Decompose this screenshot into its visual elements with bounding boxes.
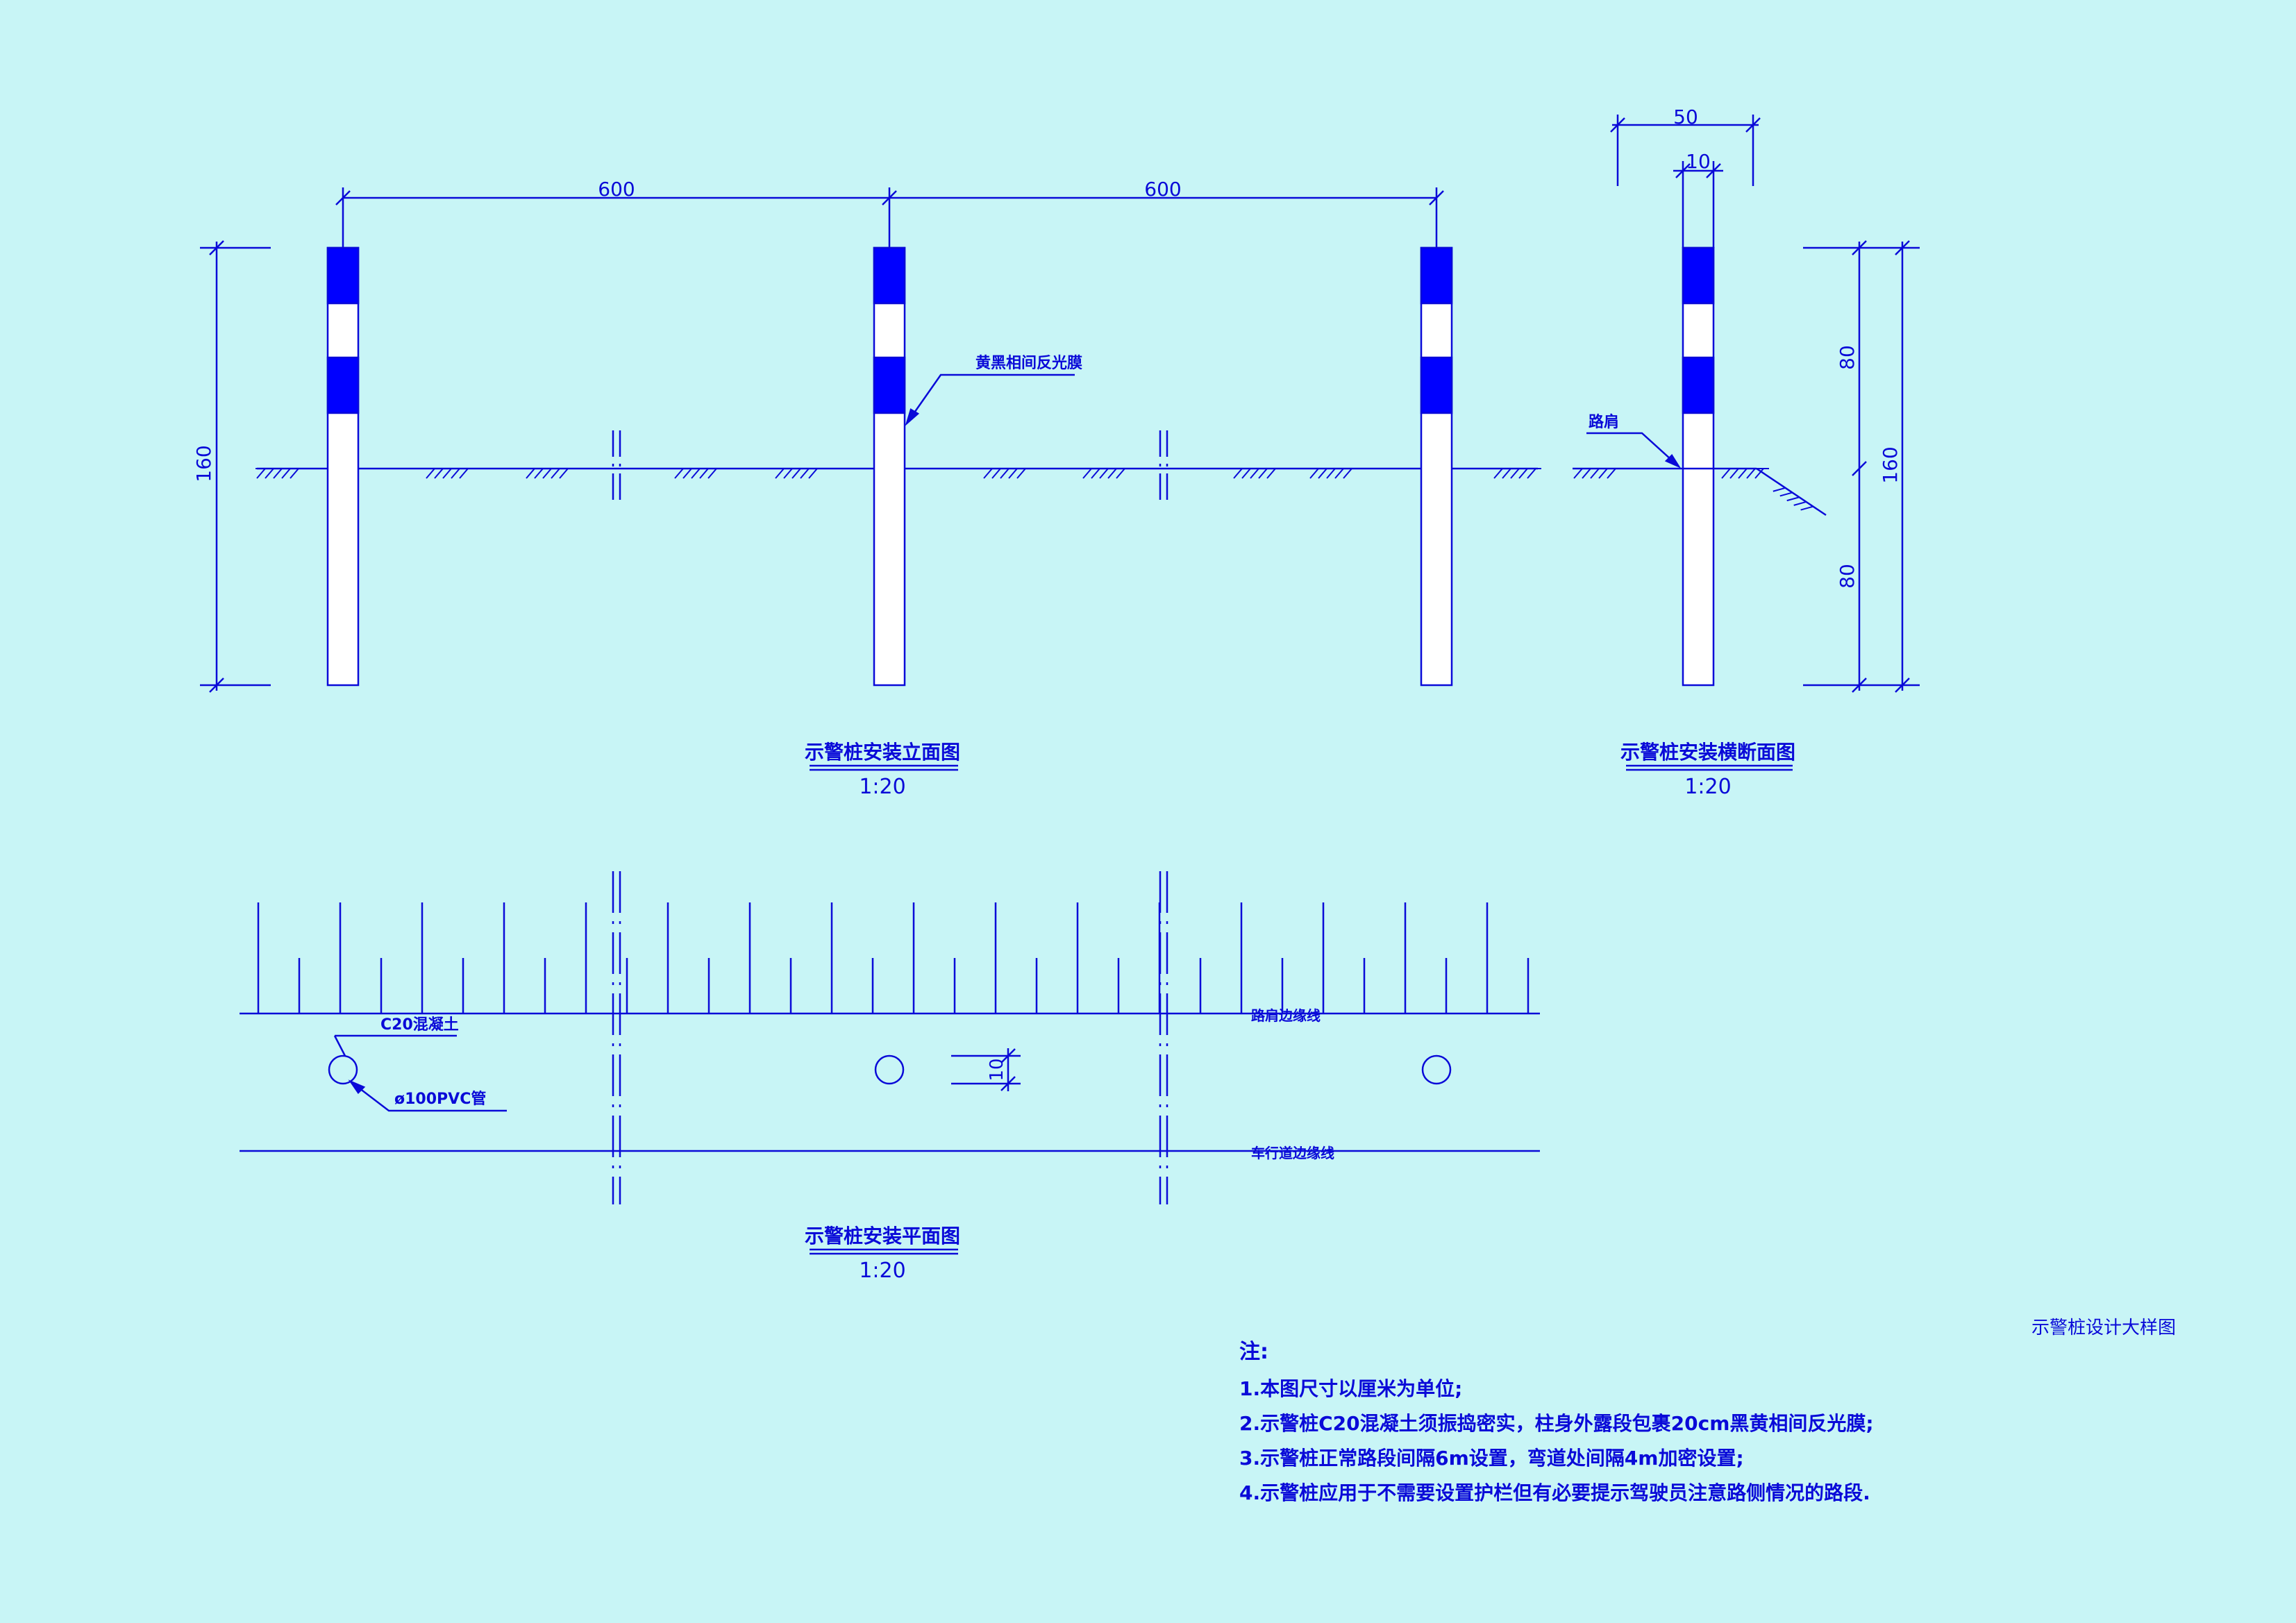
dim-height: 160	[192, 445, 215, 482]
dim-upper: 80	[1836, 345, 1859, 370]
plan-title: 示警桩安装平面图	[805, 1225, 960, 1247]
dim-lower: 80	[1836, 564, 1859, 589]
dim-span-left: 600	[598, 178, 635, 201]
plan-view	[240, 871, 1540, 1204]
post-3	[1420, 246, 1453, 687]
section-title-underline	[1626, 764, 1793, 771]
section-post	[1682, 246, 1715, 687]
notes-heading: 注:	[1239, 1340, 1268, 1364]
section-view	[1571, 115, 1920, 693]
film-leader	[905, 373, 1075, 424]
note-item: 1.本图尺寸以厘米为单位;	[1239, 1377, 1462, 1400]
plan-title-underline	[810, 1248, 958, 1255]
drawing-title: 示警桩设计大样图	[2031, 1318, 2176, 1338]
section-scale: 1:20	[1684, 775, 1731, 799]
elevation-scale: 1:20	[859, 775, 905, 799]
elevation-view	[200, 187, 1543, 693]
reflective-film-label: 黄黑相间反光膜	[975, 355, 1082, 372]
dim-span-right: 600	[1144, 178, 1181, 201]
notes: 注: 1.本图尺寸以厘米为单位; 2.示警桩C20混凝土须振捣密实，柱身外露段包…	[1239, 1340, 1874, 1504]
dim-post-width: 10	[1686, 150, 1711, 173]
post-1	[326, 246, 360, 687]
section-title: 示警桩安装横断面图	[1620, 741, 1795, 764]
elevation-title: 示警桩安装立面图	[805, 741, 960, 764]
break-mark-left	[612, 430, 621, 500]
note-item: 3.示警桩正常路段间隔6m设置，弯道处间隔4m加密设置;	[1239, 1447, 1744, 1470]
dim-outer-width: 50	[1673, 106, 1698, 128]
plan-post-3	[1421, 1054, 1452, 1085]
plan-slope-ticks	[257, 902, 1530, 1014]
plan-post-2	[874, 1054, 905, 1085]
shoulder-edge-label: 路肩边缘线	[1251, 1007, 1321, 1024]
elevation-title-underline	[810, 764, 958, 771]
concrete-label: C20混凝土	[380, 1016, 459, 1034]
plan-break-mark-left	[612, 871, 621, 1204]
note-item: 4.示警桩应用于不需要设置护栏但有必要提示驾驶员注意路侧情况的路段.	[1239, 1481, 1870, 1504]
dim-diameter: 10	[987, 1058, 1007, 1081]
plan-break-mark-right	[1159, 871, 1168, 1204]
plan-post-1	[328, 1054, 358, 1085]
dim-total: 160	[1879, 446, 1902, 483]
pipe-label: ø100PVC管	[394, 1090, 486, 1108]
lane-edge-label: 车行道边缘线	[1251, 1145, 1334, 1161]
post-2	[873, 246, 906, 687]
break-mark-right	[1159, 430, 1168, 500]
note-item: 2.示警桩C20混凝土须振捣密实，柱身外露段包裹20cm黑黄相间反光膜;	[1239, 1412, 1874, 1435]
plan-scale: 1:20	[859, 1259, 905, 1283]
shoulder-label: 路肩	[1589, 413, 1619, 431]
